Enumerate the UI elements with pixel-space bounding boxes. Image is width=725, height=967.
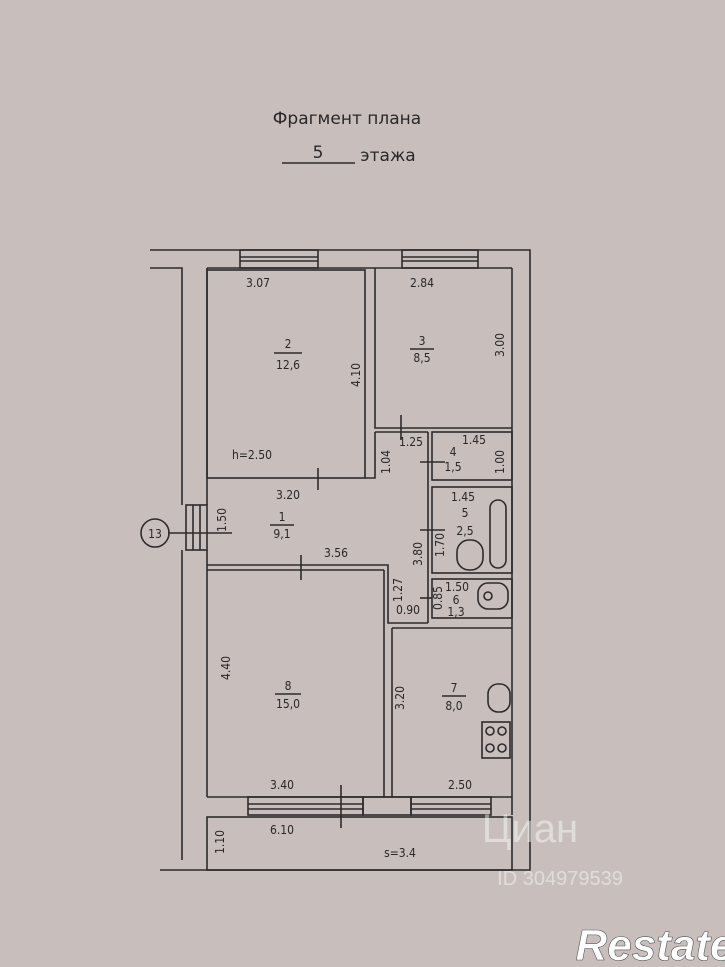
dim-corridor-length: 3.80	[411, 542, 425, 566]
stove-icon	[481, 721, 511, 759]
listing-id-watermark: ID 304979539	[497, 868, 623, 890]
dim-r3-width: 2.84	[410, 276, 434, 290]
restate-logo: Restate	[576, 921, 725, 967]
room-2-number: 2	[285, 337, 292, 351]
sink-icon	[456, 539, 484, 571]
dim-r5-length: 1.70	[433, 533, 447, 557]
dim-1-04: 1.04	[379, 450, 393, 474]
room-3-number: 3	[419, 334, 426, 348]
dim-r5-width: 1.45	[451, 490, 475, 504]
kitchen-sink-icon	[487, 683, 511, 713]
dim-r4-length: 1.00	[493, 450, 507, 474]
dim-r7-length: 3.20	[393, 686, 407, 710]
dim-r8-width: 3.40	[270, 778, 294, 792]
dim-balcony-depth: 1.10	[213, 830, 227, 854]
room-2-area: 12,6	[276, 358, 300, 372]
dim-r1-width: 3.20	[276, 488, 300, 502]
axis-marker-label: 13	[148, 527, 162, 541]
dimension-labels: 3.07 2.84 4.10 3.00 h=2.50 1.25 1.45 1.0…	[213, 276, 507, 860]
room-8-number: 8	[285, 679, 292, 693]
room-3-area: 8,5	[413, 351, 430, 365]
dim-entry: 1.50	[215, 508, 229, 532]
room-5-number: 5	[462, 506, 469, 520]
dim-0-90: 0.90	[396, 603, 420, 617]
room-labels: 1 9,1 2 12,6 3 8,5 4 1,5 5 2,5 6 1,3 7 8…	[270, 334, 474, 713]
room-4-area: 1,5	[444, 460, 461, 474]
dim-balcony-width: 6.10	[270, 823, 294, 837]
walls	[150, 249, 531, 871]
dim-r6-width: 1.50	[445, 580, 469, 594]
room-1-area: 9,1	[273, 527, 290, 541]
dim-3-56: 3.56	[324, 546, 348, 560]
floor-number: 5	[313, 143, 324, 163]
dim-r2-width: 3.07	[246, 276, 270, 290]
balcony-area: s=3.4	[384, 846, 416, 860]
dim-r8-length: 4.40	[219, 656, 233, 680]
room-5-area: 2,5	[456, 524, 473, 538]
room-4-number: 4	[450, 445, 457, 459]
ceiling-height: h=2.50	[232, 448, 272, 462]
room-7-number: 7	[451, 681, 458, 695]
dim-r4-width: 1.45	[462, 433, 486, 447]
dim-r2-length: 4.10	[349, 363, 363, 387]
dim-r7-width: 2.50	[448, 778, 472, 792]
room-1-number: 1	[279, 510, 286, 524]
room-7-area: 8,0	[445, 699, 462, 713]
dim-r3-length: 3.00	[493, 333, 507, 357]
cian-watermark: Циан	[482, 807, 578, 851]
room-6-number: 6	[453, 593, 460, 607]
dim-1-25: 1.25	[399, 435, 423, 449]
bathtub-icon	[489, 499, 507, 569]
dim-r6-length: 0.85	[431, 586, 445, 610]
plan-title: Фрагмент плана	[273, 109, 421, 129]
room-8-area: 15,0	[276, 697, 300, 711]
axis-marker	[140, 518, 170, 548]
toilet-icon	[477, 582, 509, 610]
room-6-area: 1,3	[447, 605, 464, 619]
dim-1-27: 1.27	[391, 578, 405, 602]
floor-label: этажа	[360, 146, 415, 166]
